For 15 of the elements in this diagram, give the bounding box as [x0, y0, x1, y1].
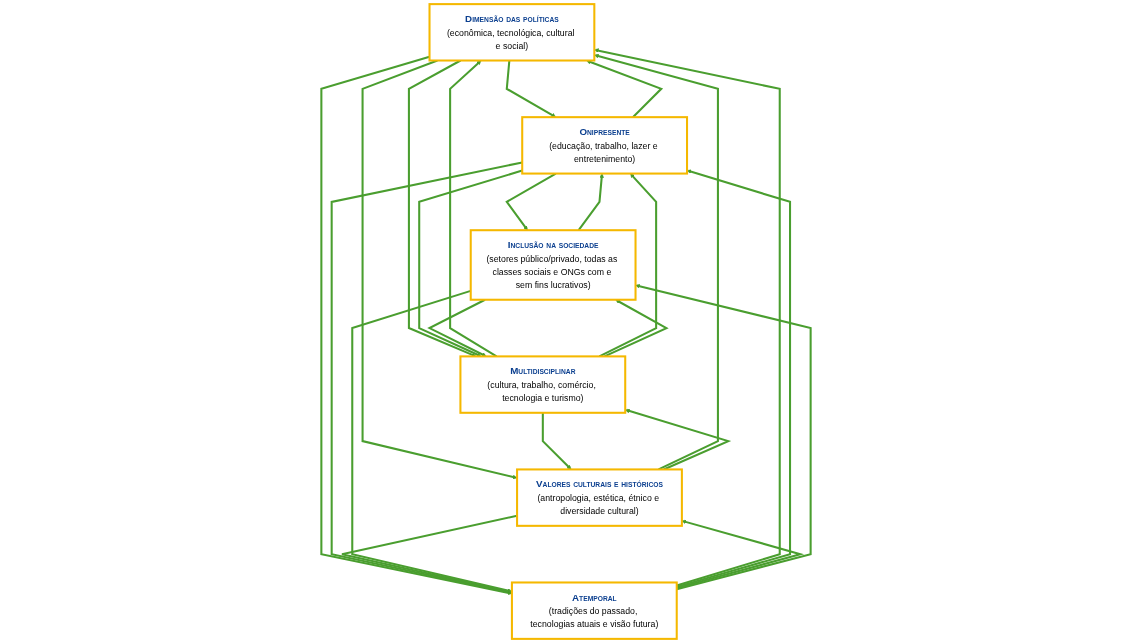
- arrow: [350, 289, 512, 593]
- arrow: [577, 173, 604, 231]
- arrow: [541, 412, 571, 470]
- node-box: Multidisciplinar (cultura, trabalho, comércio, tecnologia e turismo): [458, 355, 626, 414]
- arrow: [340, 514, 517, 594]
- arrow: [319, 55, 512, 595]
- arrow: [361, 59, 517, 480]
- node-box: Dimensão das políticas (econômica, tecnológica, cultural e social): [428, 3, 595, 62]
- arrow: [505, 60, 556, 118]
- arrow: [330, 161, 522, 595]
- node-box: Valores culturais e históricos (antropologia, estética, étnico e diversidade cultural): [515, 468, 683, 527]
- node-box: Inclusão na sociedade (setores público/privado, todas as classes sociais e ONGs com e sem fins lucrativos): [469, 229, 637, 301]
- arrow: [593, 48, 781, 587]
- node-box: Onipresente (educação, trabalho, lazer e entretenimento): [520, 116, 688, 175]
- node-box: Atemporal (tradições do passado, tecnologias atuais e visão futura): [510, 581, 678, 640]
